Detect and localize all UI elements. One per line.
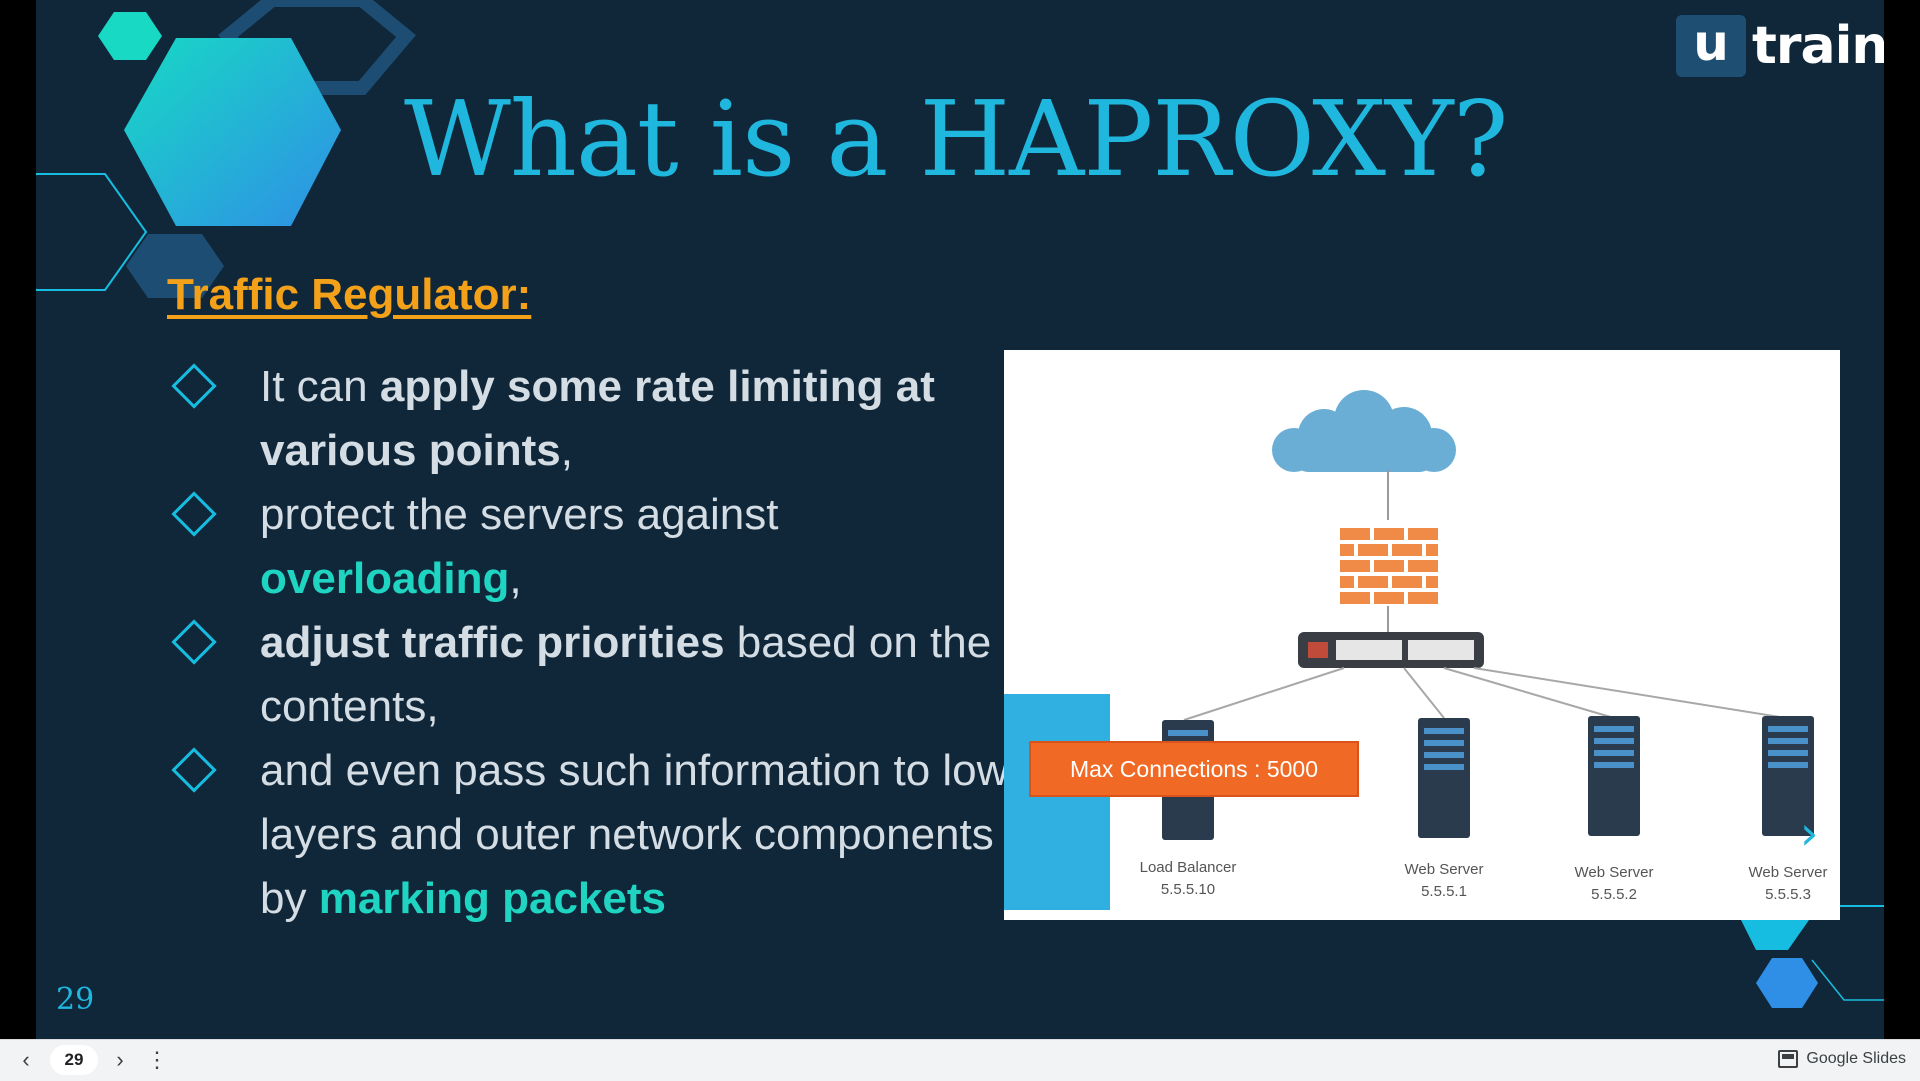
node-ip: 5.5.5.2 bbox=[1591, 886, 1637, 903]
node-ip: 5.5.5.3 bbox=[1765, 886, 1811, 903]
list-item: protect the servers against overloading, bbox=[168, 483, 1048, 611]
slides-icon bbox=[1778, 1050, 1799, 1068]
google-slides-link[interactable]: Google Slides bbox=[1778, 1050, 1906, 1068]
more-vert-icon[interactable]: ⋮ bbox=[146, 1047, 168, 1072]
slide-subtitle: Traffic Regulator: bbox=[167, 270, 532, 319]
web-server-icon bbox=[1762, 716, 1814, 836]
logo-text: train bbox=[1752, 16, 1884, 76]
switch-icon bbox=[1298, 632, 1484, 668]
cloud-icon bbox=[1272, 390, 1456, 472]
bullet-bold: adjust traffic priorities bbox=[260, 618, 725, 667]
presentation-toolbar: ‹ 29 › ⋮ Google Slides bbox=[0, 1039, 1920, 1081]
hexagon-decoration bbox=[36, 0, 1884, 1008]
list-item: adjust traffic priorities based on the c… bbox=[168, 611, 1048, 739]
bullet-bold: apply some rate limiting at various poin… bbox=[260, 362, 935, 475]
next-slide-chevron-icon[interactable]: › bbox=[1800, 806, 1819, 860]
bullet-text: , bbox=[560, 426, 573, 475]
diamond-bullet-icon bbox=[171, 747, 217, 793]
node-name: Web Server bbox=[1405, 861, 1484, 878]
bullet-text: , bbox=[509, 554, 522, 603]
diamond-bullet-icon bbox=[171, 491, 217, 537]
max-connections-box bbox=[1029, 741, 1359, 797]
slide-title: What is a HAPROXY? bbox=[404, 78, 1508, 200]
slide-page-number: 29 bbox=[56, 982, 95, 1017]
bullet-text: protect the servers against bbox=[260, 490, 779, 539]
node-name: Load Balancer bbox=[1140, 859, 1237, 876]
page-number-input[interactable]: 29 bbox=[50, 1045, 98, 1075]
web-server-icon bbox=[1588, 716, 1640, 836]
list-item: It can apply some rate limiting at vario… bbox=[168, 355, 1048, 483]
network-links bbox=[1183, 667, 1787, 721]
diamond-bullet-icon bbox=[171, 619, 217, 665]
node-ip: 5.5.5.10 bbox=[1161, 881, 1215, 898]
slide: u train What is a HAPROXY? Traffic Regul… bbox=[36, 0, 1884, 1039]
logo-mark: u bbox=[1676, 15, 1746, 77]
web-server-icon bbox=[1418, 718, 1470, 838]
firewall-icon bbox=[1340, 528, 1438, 604]
bullet-highlight: marking packets bbox=[318, 874, 666, 923]
brand-label: Google Slides bbox=[1806, 1050, 1906, 1067]
bullet-text: based on the contents, bbox=[260, 618, 992, 731]
node-ip: 5.5.5.1 bbox=[1421, 883, 1467, 900]
max-connections-label: Max Connections : 5000 bbox=[1070, 756, 1318, 782]
network-diagram: Max Connections : 5000 Load Balancer 5.5… bbox=[1004, 350, 1840, 920]
node-name: Web Server bbox=[1749, 864, 1828, 881]
bullet-highlight: overloading bbox=[260, 554, 510, 603]
network-diagram-svg: Max Connections : 5000 Load Balancer 5.5… bbox=[1004, 390, 1828, 910]
list-item: and even pass such information to lower … bbox=[168, 739, 1048, 931]
node-name: Web Server bbox=[1575, 864, 1654, 881]
utrain-logo: u train bbox=[1676, 14, 1884, 78]
bullet-list: It can apply some rate limiting at vario… bbox=[168, 355, 1048, 931]
bullet-text: It can bbox=[260, 362, 380, 411]
bullet-text: and even pass such information to lower … bbox=[260, 746, 1048, 923]
diamond-bullet-icon bbox=[171, 363, 217, 409]
chevron-left-icon[interactable]: ‹ bbox=[22, 1047, 30, 1072]
side-block bbox=[1004, 694, 1110, 910]
chevron-right-icon[interactable]: › bbox=[116, 1047, 124, 1072]
